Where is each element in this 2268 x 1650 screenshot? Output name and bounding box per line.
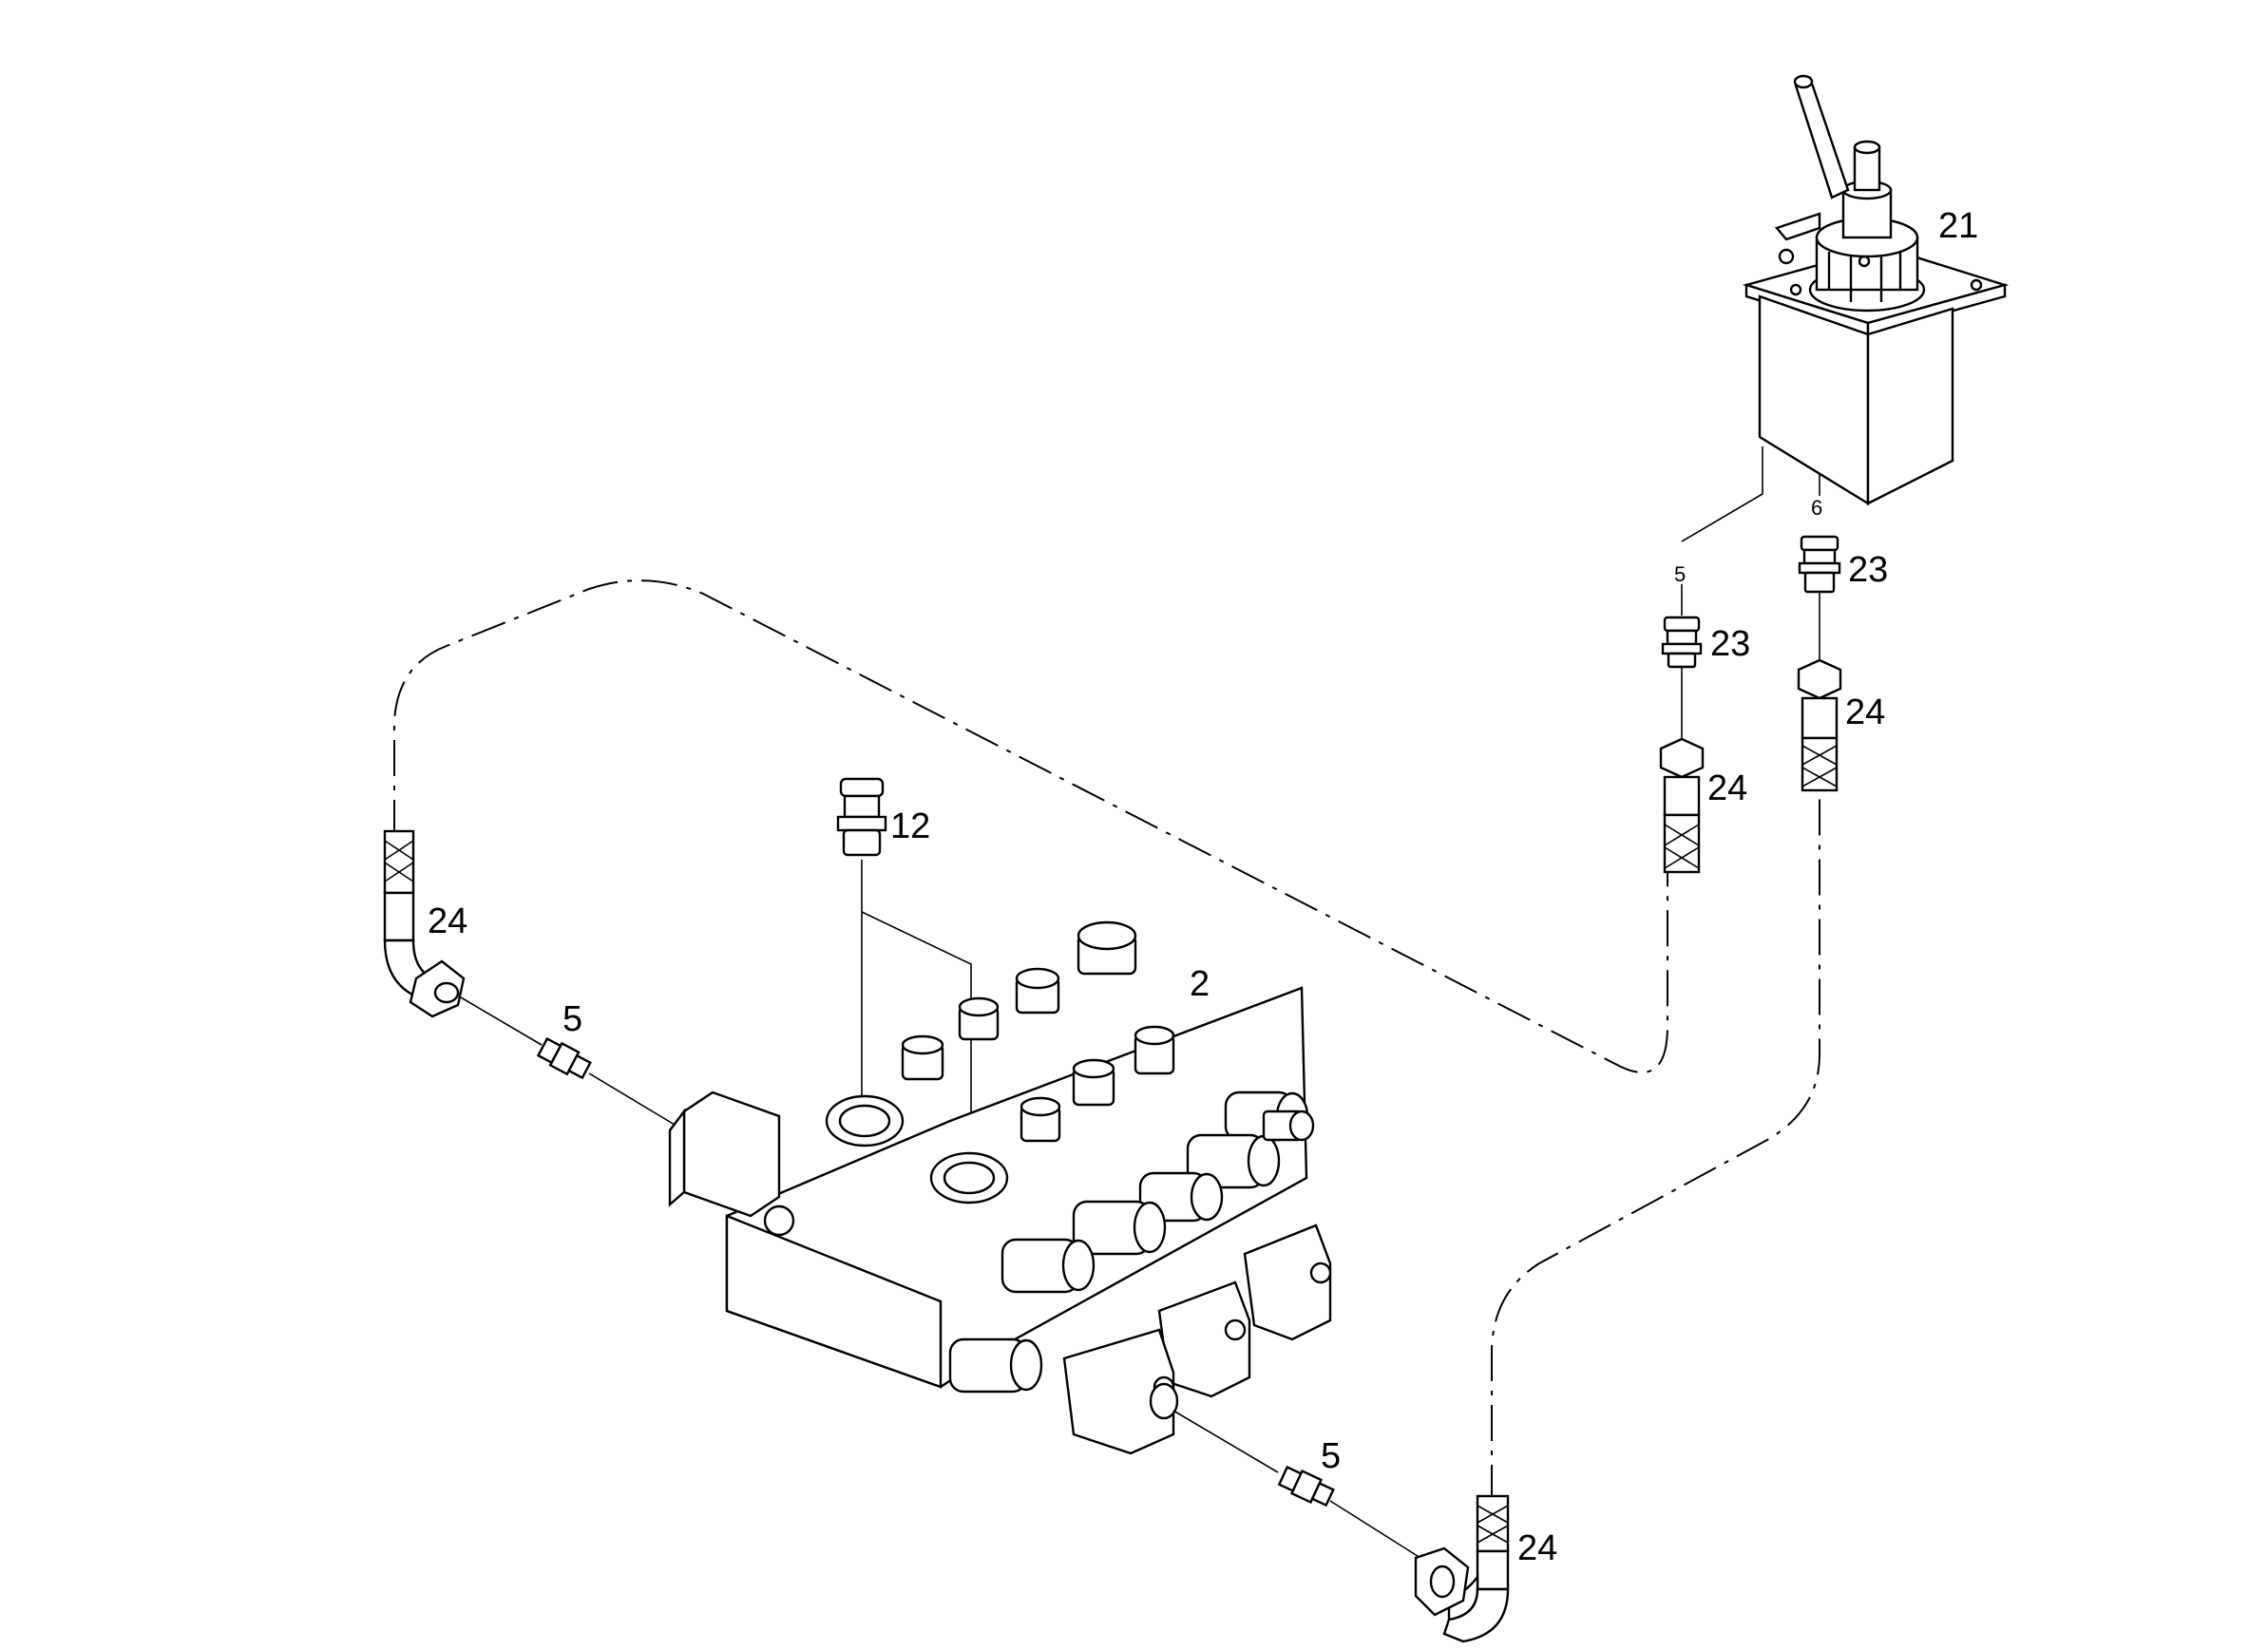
hose-end-far-left <box>383 829 466 1018</box>
valve-block <box>668 920 1332 1455</box>
label-hose-end-top-left: 24 <box>1707 768 1747 808</box>
joystick-control-unit <box>1681 74 2010 542</box>
fitting-adapter-left <box>1661 584 1703 741</box>
hose-end-top-left <box>1659 737 1705 874</box>
fitting-bottom <box>1172 1410 1421 1559</box>
hose-end-top-right <box>1797 658 1842 792</box>
label-hose-end-far-left: 24 <box>428 901 467 941</box>
label-hose-end-bottom: 24 <box>1517 1528 1557 1568</box>
label-hose-end-top-right: 24 <box>1845 692 1885 732</box>
label-fitting-bottom: 5 <box>1321 1436 1341 1476</box>
label-plug: 12 <box>890 806 930 846</box>
callout-labels: 21 5 6 23 23 24 24 12 24 5 2 5 24 <box>428 206 1978 1568</box>
label-adapter-left: 23 <box>1710 624 1750 664</box>
label-adapter-right: 23 <box>1848 550 1888 590</box>
label-fitting-left: 5 <box>562 999 582 1039</box>
fitting-adapter-right <box>1798 535 1841 660</box>
label-joystick: 21 <box>1938 206 1978 246</box>
hose-routing-lines <box>393 579 1820 1501</box>
hose-end-bottom <box>1414 1494 1510 1643</box>
plug <box>836 777 972 1178</box>
label-valve-block: 2 <box>1190 964 1210 1004</box>
label-port-right: 6 <box>1811 496 1822 520</box>
label-port-left: 5 <box>1674 562 1686 586</box>
fitting-left <box>460 996 685 1131</box>
